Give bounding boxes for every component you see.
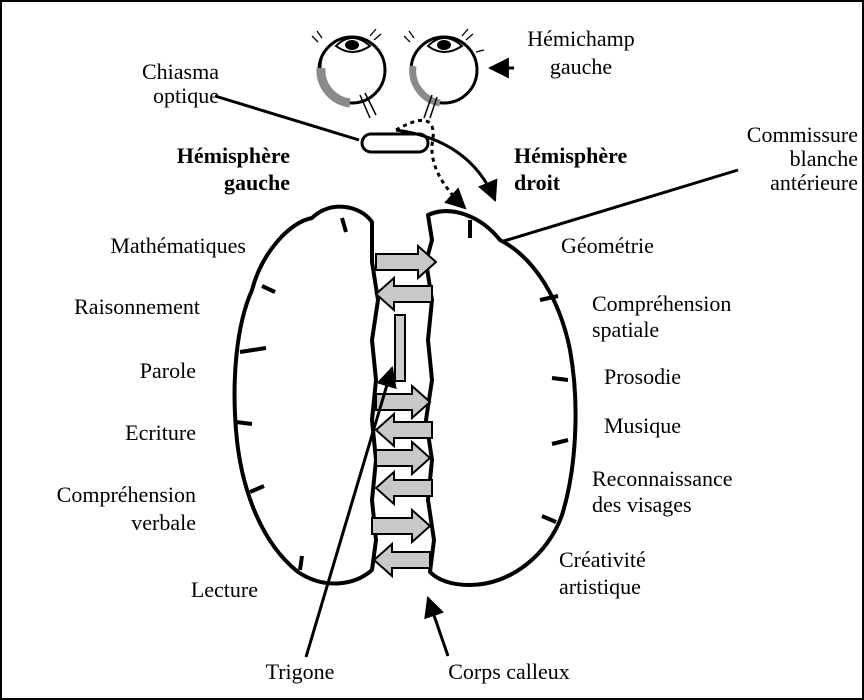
corps-pointer [428, 598, 448, 656]
chiasma-label-1: Chiasma [142, 59, 219, 84]
commissure-label-1: Commissure [747, 122, 858, 147]
right-function-comprehension-2: spatiale [592, 317, 659, 342]
left-function-ecriture: Ecriture [125, 420, 196, 445]
right-hemisphere-shape [426, 211, 576, 585]
right-eye-icon [404, 29, 484, 118]
left-function-lecture: Lecture [191, 577, 258, 602]
commissure-label-2: blanche [790, 146, 858, 171]
corps-calleux-label: Corps calleux [448, 659, 570, 684]
right-function-reconnaissance-2: des visages [592, 492, 692, 517]
left-function-parole: Parole [140, 358, 196, 383]
right-function-creativite-1: Créativité [559, 547, 646, 572]
left-hemisphere-shape [235, 207, 378, 584]
trigone-label: Trigone [266, 659, 335, 684]
chiasma-label-2: optique [153, 83, 219, 108]
commissure-label-3: antérieure [770, 170, 858, 195]
hemichamp-label-2: gauche [550, 54, 612, 79]
right-function-prosodie: Prosodie [604, 364, 681, 389]
left-function-mathematiques: Mathématiques [110, 233, 246, 258]
chiasma-shape [362, 134, 428, 152]
right-function-geometrie: Géométrie [561, 233, 654, 258]
right-hemisphere-title-2: droit [514, 170, 561, 195]
right-hemisphere-title-1: Hémisphère [514, 143, 627, 168]
hemichamp-label-1: Hémichamp [527, 26, 635, 51]
trigone-shape [395, 315, 405, 381]
right-function-creativite-2: artistique [559, 574, 641, 599]
right-function-musique: Musique [604, 413, 681, 438]
left-hemisphere-title-1: Hémisphère [177, 143, 290, 168]
left-function-raisonnement: Raisonnement [74, 294, 200, 319]
right-function-reconnaissance-1: Reconnaissance [592, 466, 733, 491]
left-hemisphere-title-2: gauche [224, 170, 290, 195]
left-function-comprehension-2: verbale [131, 510, 196, 535]
left-eye-icon [312, 29, 385, 118]
left-function-comprehension-1: Compréhension [57, 482, 196, 507]
right-function-comprehension-1: Compréhension [592, 291, 731, 316]
